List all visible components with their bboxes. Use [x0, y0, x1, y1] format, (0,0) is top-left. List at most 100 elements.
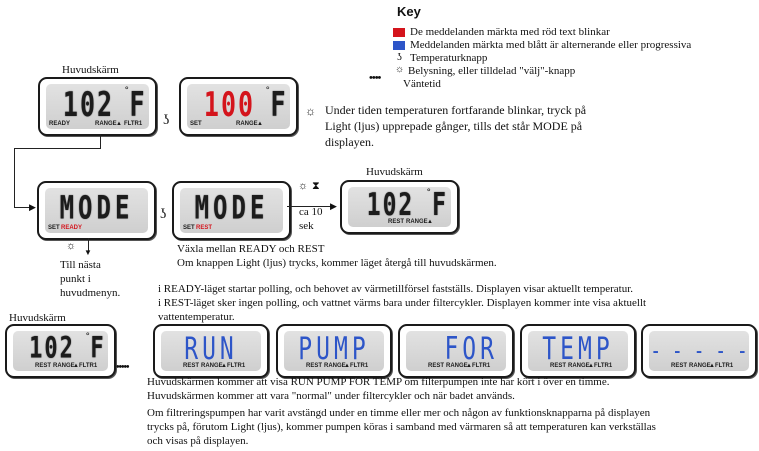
next-item-line-1: Till nästa: [60, 259, 101, 271]
indicator-filter: FLTR1: [227, 363, 246, 369]
indicator-ready: READY: [49, 121, 71, 127]
indicator-mode-ready: READY: [61, 225, 83, 231]
instruction-line-2: Light (ljus) upprepade gånger, tills det…: [325, 119, 583, 133]
key-item-blue: Meddelanden märkta med blått är alterner…: [410, 39, 692, 51]
indicator-range: RANGE: [406, 219, 428, 225]
lcd-display-run: RUN REST RANGE ▲ FLTR1: [153, 324, 269, 378]
mode-desc-line-3: i READY-läget startar polling, och behov…: [158, 283, 634, 295]
temperature-button-icon: ʖ: [163, 113, 170, 128]
mode-desc-line-1: Växla mellan READY och REST: [177, 243, 325, 255]
display-value: 102: [366, 188, 415, 224]
key-title: Key: [397, 4, 421, 19]
indicator-range: RANGE: [53, 363, 75, 369]
indicator-set: SET: [48, 225, 60, 231]
instruction-line-3: displayen.: [325, 135, 374, 149]
indicator-filter: FLTR1: [124, 121, 143, 127]
indicator-rest: REST: [183, 363, 200, 369]
indicator-filter: FLTR1: [594, 363, 613, 369]
indicator-range: RANGE: [568, 363, 590, 369]
run-desc-line-2: Huvudskärmen kommer att vara "normal" un…: [147, 390, 515, 402]
light-button-icon: ☼: [66, 240, 77, 252]
lcd-display-for: FOR REST RANGE ▲ FLTR1: [398, 324, 514, 378]
connector-line: [88, 238, 89, 252]
indicator-range: RANGE: [95, 121, 117, 127]
indicator-set: SET: [183, 225, 195, 231]
indicator-range: RANGE: [201, 363, 223, 369]
key-item-red: De meddelanden märkta med röd text blink…: [410, 26, 610, 38]
indicator-filter: FLTR1: [472, 363, 491, 369]
connector-line: [14, 148, 15, 208]
indicator-range: RANGE: [446, 363, 468, 369]
indicator-rest: REST: [671, 363, 688, 369]
key-item-light: Belysning, eller tilldelad "välj"-knapp: [408, 65, 576, 77]
indicator-rest: REST: [388, 219, 405, 225]
next-item-line-3: huvudmenyn.: [60, 287, 121, 299]
lcd-display-mode-ready: MODE SET READY: [37, 181, 156, 240]
lcd-display-temp: TEMP REST RANGE ▲ FLTR1: [520, 324, 636, 378]
wait-dots-icon: ••••: [369, 72, 381, 84]
main-screen-label: Huvudskärm: [366, 166, 423, 178]
display-unit: F: [129, 85, 147, 125]
temperature-button-icon: ʖ: [160, 207, 167, 222]
mode-desc-line-4: i REST-läget sker ingen polling, och vat…: [158, 297, 647, 309]
display-value: MODE: [59, 189, 134, 227]
lcd-display-main: 102 ° F READY RANGE ▲ FLTR1: [38, 77, 157, 136]
display-value: 102: [62, 85, 115, 125]
red-swatch: [393, 28, 405, 37]
wait-time-line-2: sek: [299, 220, 314, 232]
lcd-display-main-rest-filter: 102 ° F REST RANGE ▲ FLTR1: [5, 324, 116, 378]
lcd-display-mode-rest: MODE SET REST: [172, 181, 291, 240]
key-item-temp: Temperaturknapp: [410, 52, 488, 64]
display-value: RUN: [184, 332, 238, 368]
display-value: - - - - -: [650, 337, 748, 366]
display-unit: F: [90, 332, 106, 366]
indicator-rest: REST: [35, 363, 52, 369]
lcd-display-dashes: - - - - - REST RANGE ▲ FLTR1: [641, 324, 757, 378]
light-button-icon: ☼: [305, 104, 316, 118]
indicator-rest: REST: [428, 363, 445, 369]
mode-desc-line-5: vattentemperatur.: [158, 311, 235, 323]
display-unit: F: [270, 85, 288, 125]
indicator-range: RANGE: [689, 363, 711, 369]
wait-time-line-1: ca 10: [299, 206, 323, 218]
connector-line: [14, 207, 34, 208]
run-desc-line-4: trycks på, förutom Light (ljus), kommer …: [147, 421, 656, 433]
run-desc-line-1: Huvudskärmen kommer att visa RUN PUMP FO…: [147, 376, 610, 388]
lcd-display-main-rest: 102 ° F REST RANGE ▲: [340, 180, 459, 234]
arrow-right-icon: ▶: [29, 202, 36, 212]
wait-dots-icon: •••••: [116, 362, 129, 373]
display-unit: F: [432, 188, 448, 224]
hourglass-icon: ⧗: [312, 180, 320, 192]
indicator-set: SET: [190, 121, 202, 127]
indicator-filter: FLTR1: [715, 363, 734, 369]
indicator-range: RANGE: [324, 363, 346, 369]
display-value: MODE: [194, 189, 269, 227]
connector-line: [14, 148, 101, 149]
temperature-button-icon: ʖ: [397, 51, 402, 63]
arrow-right-icon: ▶: [330, 201, 337, 211]
key-item-wait: Väntetid: [403, 78, 441, 90]
display-value: FOR: [444, 332, 498, 368]
display-value: 100: [203, 85, 256, 125]
indicator-rest: REST: [306, 363, 323, 369]
display-value: 102: [29, 332, 75, 366]
display-value: PUMP: [298, 332, 370, 368]
connector-line: [100, 134, 101, 148]
run-desc-line-5: och visas på displayen.: [147, 435, 249, 447]
main-screen-label: Huvudskärm: [62, 64, 119, 76]
indicator-range: RANGE: [236, 121, 258, 127]
main-screen-label: Huvudskärm: [9, 312, 66, 324]
lcd-display-pump: PUMP REST RANGE ▲ FLTR1: [276, 324, 392, 378]
run-desc-line-3: Om filtreringspumpen har varit avstängd …: [147, 407, 651, 419]
light-button-icon: ☼: [298, 180, 309, 192]
lcd-display-set-temp: 100 ° F SET RANGE ▲: [179, 77, 298, 136]
indicator-rest: REST: [550, 363, 567, 369]
display-value: TEMP: [542, 332, 614, 368]
light-button-icon: ☼: [395, 64, 405, 75]
indicator-mode-rest: REST: [196, 225, 213, 231]
next-item-line-2: punkt i: [60, 273, 91, 285]
connector-line: [287, 206, 333, 207]
blue-swatch: [393, 41, 405, 50]
mode-desc-line-2: Om knappen Light (ljus) trycks, kommer l…: [177, 257, 497, 269]
arrow-down-icon: ▼: [84, 248, 92, 257]
